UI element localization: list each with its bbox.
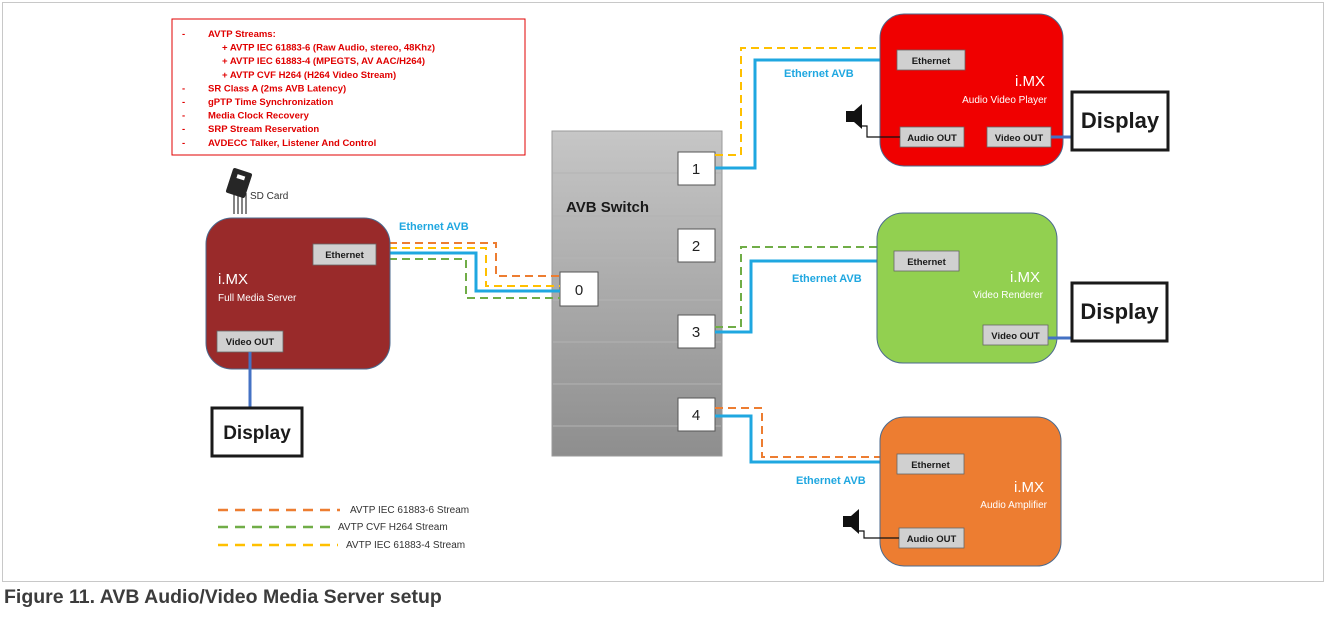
svg-text:Display: Display [1081, 108, 1160, 133]
legend-label-h264: AVTP CVF H264 Stream [338, 522, 448, 533]
stream-h264-renderer [715, 246, 878, 328]
switch-port-4: 4 [677, 397, 716, 432]
switch-port-1: 1 [677, 151, 716, 186]
stream-h264-server [376, 258, 560, 299]
switch-title: AVB Switch [566, 199, 649, 216]
ethernet-avb-label-amplifier: Ethernet AVB [796, 475, 866, 487]
features-box: - AVTP Streams: + AVTP IEC 61883-6 (Raw Au… [171, 18, 526, 156]
display-renderer: Display [1070, 281, 1169, 343]
speaker-icon-amplifier [843, 509, 899, 539]
renderer-ethernet-port: Ethernet [893, 250, 960, 272]
legend-label-61883-4: AVTP IEC 61883-4 Stream [346, 540, 465, 551]
player-audio-out-port: Audio OUT [899, 126, 965, 148]
figure-frame [2, 2, 1324, 582]
player-brand: i.MX [1015, 73, 1045, 90]
server-ethernet-port: Ethernet [312, 243, 377, 266]
info-line: AVTP Streams: [208, 29, 276, 40]
ethernet-avb-label-player: Ethernet AVB [784, 68, 854, 80]
svg-text:3: 3 [692, 324, 700, 341]
device-video-renderer: i.MX Video Renderer Ethernet Video OUT [876, 212, 1058, 364]
display-player: Display [1070, 90, 1170, 152]
figure-caption: Figure 11. AVB Audio/Video Media Server … [4, 586, 442, 608]
server-brand: i.MX [218, 271, 248, 288]
amplifier-ethernet-port: Ethernet [896, 453, 965, 475]
server-video-out-port: Video OUT [216, 330, 284, 353]
player-role: Audio Video Player [962, 95, 1048, 106]
ethernet-avb-label-renderer: Ethernet AVB [792, 273, 862, 285]
device-audio-amplifier: i.MX Audio Amplifier Ethernet Audio OUT [879, 416, 1062, 567]
renderer-role: Video Renderer [973, 290, 1044, 301]
svg-text:Display: Display [1080, 299, 1159, 324]
info-line: AVDECC Talker, Listener And Control [208, 138, 376, 149]
svg-text:Audio OUT: Audio OUT [907, 534, 957, 545]
ethernet-link-renderer [715, 259, 894, 334]
svg-text:Audio OUT: Audio OUT [907, 133, 957, 144]
device-full-media-server: i.MX Full Media Server Ethernet Video OU… [205, 217, 391, 370]
info-bullet: - [182, 138, 185, 149]
ethernet-link-player [715, 58, 897, 170]
svg-text:Ethernet: Ethernet [912, 56, 951, 67]
stream-61883-4-server [376, 247, 560, 287]
info-bullet: - [182, 97, 185, 108]
stream-61883-6-server [376, 242, 560, 277]
server-role: Full Media Server [218, 293, 297, 304]
svg-text:Video OUT: Video OUT [991, 331, 1040, 342]
amplifier-audio-out-port: Audio OUT [898, 527, 965, 549]
info-line: SRP Stream Reservation [208, 124, 319, 135]
svg-text:Display: Display [223, 423, 291, 444]
ethernet-link-amplifier [715, 414, 897, 464]
sd-card-icon [225, 168, 253, 214]
ethernet-avb-label-server: Ethernet AVB [399, 221, 469, 233]
svg-text:Video OUT: Video OUT [226, 337, 275, 348]
info-bullet: - [182, 29, 185, 40]
svg-text:4: 4 [692, 407, 700, 424]
legend: AVTP IEC 61883-6 Stream AVTP CVF H264 St… [218, 505, 469, 551]
stream-61883-4-player [715, 47, 880, 156]
svg-text:Video OUT: Video OUT [995, 133, 1044, 144]
display-server: Display [210, 406, 304, 458]
info-line: + AVTP IEC 61883-4 (MPEGTS, AV AAC/H264) [222, 56, 425, 67]
info-bullet: - [182, 111, 185, 122]
svg-text:Ethernet: Ethernet [325, 250, 364, 261]
svg-text:2: 2 [692, 238, 700, 255]
renderer-video-out-port: Video OUT [982, 324, 1049, 346]
info-line: SR Class A (2ms AVB Latency) [208, 83, 346, 94]
switch-port-3: 3 [677, 314, 716, 349]
info-bullet: - [182, 124, 185, 135]
info-line: gPTP Time Synchronization [208, 97, 333, 108]
amplifier-role: Audio Amplifier [980, 500, 1047, 511]
ethernet-link-server [376, 251, 560, 293]
player-video-out-port: Video OUT [986, 126, 1052, 148]
legend-label-61883-6: AVTP IEC 61883-6 Stream [350, 505, 469, 516]
player-ethernet-port: Ethernet [896, 49, 966, 71]
switch-port-0: 0 [559, 271, 599, 307]
amplifier-brand: i.MX [1014, 479, 1044, 496]
info-bullet: - [182, 83, 185, 94]
device-audio-video-player: i.MX Audio Video Player Ethernet Audio O… [879, 13, 1064, 167]
svg-text:1: 1 [692, 161, 700, 178]
svg-text:Ethernet: Ethernet [907, 257, 946, 268]
info-line: Media Clock Recovery [208, 111, 310, 122]
switch-port-2: 2 [677, 228, 716, 263]
speaker-icon-player [846, 104, 900, 138]
stream-61883-6-amplifier [715, 407, 880, 458]
info-line: + AVTP CVF H264 (H264 Video Stream) [222, 70, 396, 81]
info-line: + AVTP IEC 61883-6 (Raw Audio, stereo, 4… [222, 43, 435, 54]
sd-card-label: SD Card [250, 191, 288, 202]
svg-text:Ethernet: Ethernet [911, 460, 950, 471]
svg-text:0: 0 [575, 282, 583, 299]
renderer-brand: i.MX [1010, 269, 1040, 286]
